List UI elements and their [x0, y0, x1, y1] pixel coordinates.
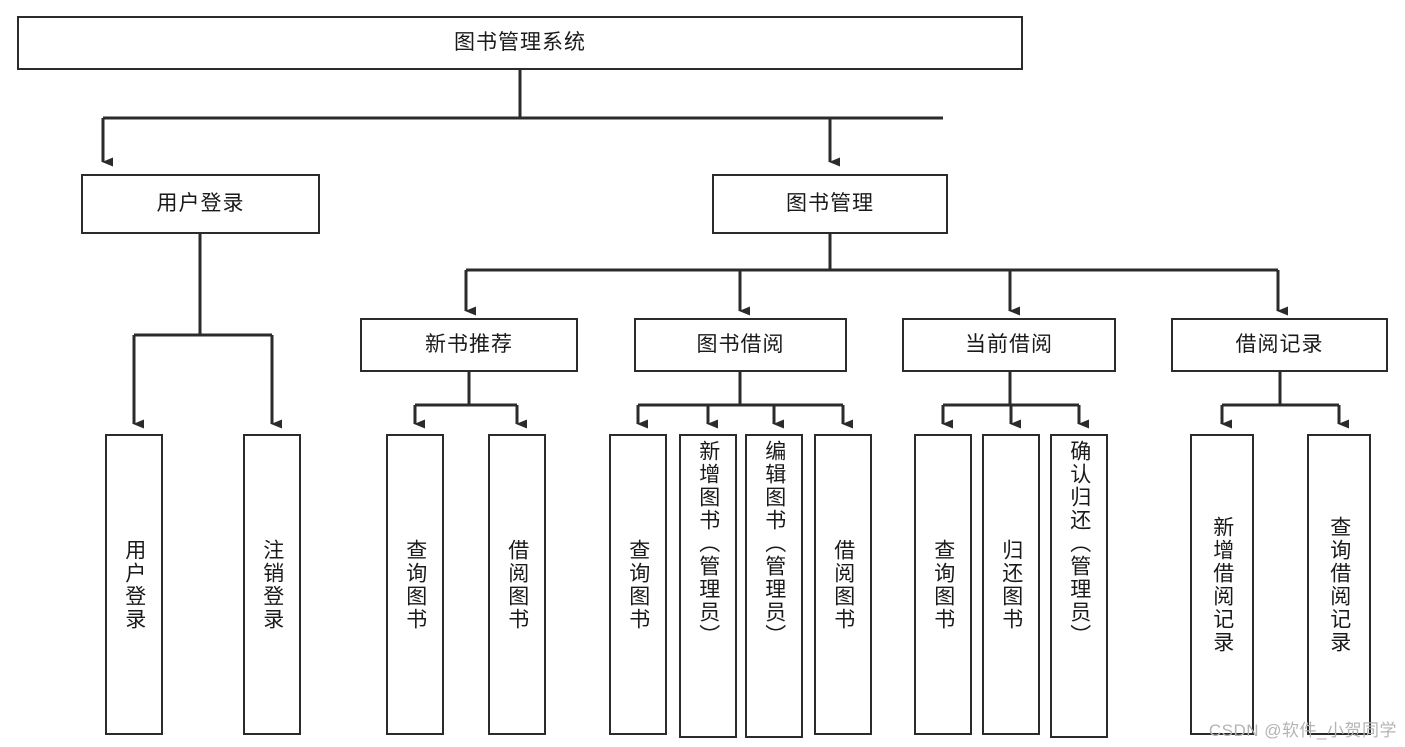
- node-label: 归还图书: [999, 538, 1023, 631]
- node-label: 图书借阅: [696, 333, 785, 357]
- node-leaf-query-borrow-record[interactable]: 查询借阅记录: [1307, 434, 1371, 735]
- node-leaf-borrow-book[interactable]: 借阅图书: [814, 434, 872, 735]
- node-label: 查询图书: [626, 538, 650, 631]
- node-label: 新增借阅记录: [1210, 515, 1234, 654]
- node-borrow-record[interactable]: 借阅记录: [1171, 318, 1388, 372]
- node-label: 查询借阅记录: [1327, 515, 1351, 654]
- node-leaf-query-book-current[interactable]: 查询图书: [914, 434, 972, 735]
- node-leaf-confirm-return-admin[interactable]: 确认归还（管理员）: [1050, 434, 1108, 738]
- node-label: 新增图书（管理员）: [696, 440, 720, 647]
- node-label: 查询图书: [931, 538, 955, 631]
- node-label: 图书管理系统: [454, 31, 586, 55]
- node-leaf-edit-book-admin[interactable]: 编辑图书（管理员）: [745, 434, 803, 738]
- node-leaf-query-book-borrow[interactable]: 查询图书: [609, 434, 667, 735]
- node-book-management[interactable]: 图书管理: [712, 174, 948, 234]
- node-label: 用户登录: [156, 192, 245, 216]
- node-label: 图书管理: [786, 192, 874, 216]
- node-label: 借阅图书: [505, 538, 529, 631]
- node-label: 用户登录: [122, 538, 146, 631]
- node-leaf-user-login[interactable]: 用户登录: [105, 434, 163, 735]
- node-label: 确认归还（管理员）: [1067, 440, 1091, 647]
- node-label: 当前借阅: [965, 333, 1053, 357]
- node-leaf-logout[interactable]: 注销登录: [243, 434, 301, 735]
- node-leaf-return-book[interactable]: 归还图书: [982, 434, 1040, 735]
- node-leaf-add-book-admin[interactable]: 新增图书（管理员）: [679, 434, 737, 738]
- node-new-book-recommend[interactable]: 新书推荐: [360, 318, 578, 372]
- node-label: 新书推荐: [425, 333, 513, 357]
- node-label: 注销登录: [260, 538, 284, 631]
- node-user-login[interactable]: 用户登录: [81, 174, 320, 234]
- node-leaf-add-borrow-record[interactable]: 新增借阅记录: [1190, 434, 1254, 735]
- node-root-book-management-system[interactable]: 图书管理系统: [17, 16, 1023, 70]
- node-label: 编辑图书（管理员）: [762, 440, 786, 647]
- node-leaf-borrow-book-recommend[interactable]: 借阅图书: [488, 434, 546, 735]
- node-current-borrow[interactable]: 当前借阅: [902, 318, 1116, 372]
- node-label: 查询图书: [403, 538, 427, 631]
- node-leaf-query-book-recommend[interactable]: 查询图书: [386, 434, 444, 735]
- node-label: 借阅图书: [831, 538, 855, 631]
- node-label: 借阅记录: [1235, 333, 1324, 357]
- node-book-borrow[interactable]: 图书借阅: [634, 318, 847, 372]
